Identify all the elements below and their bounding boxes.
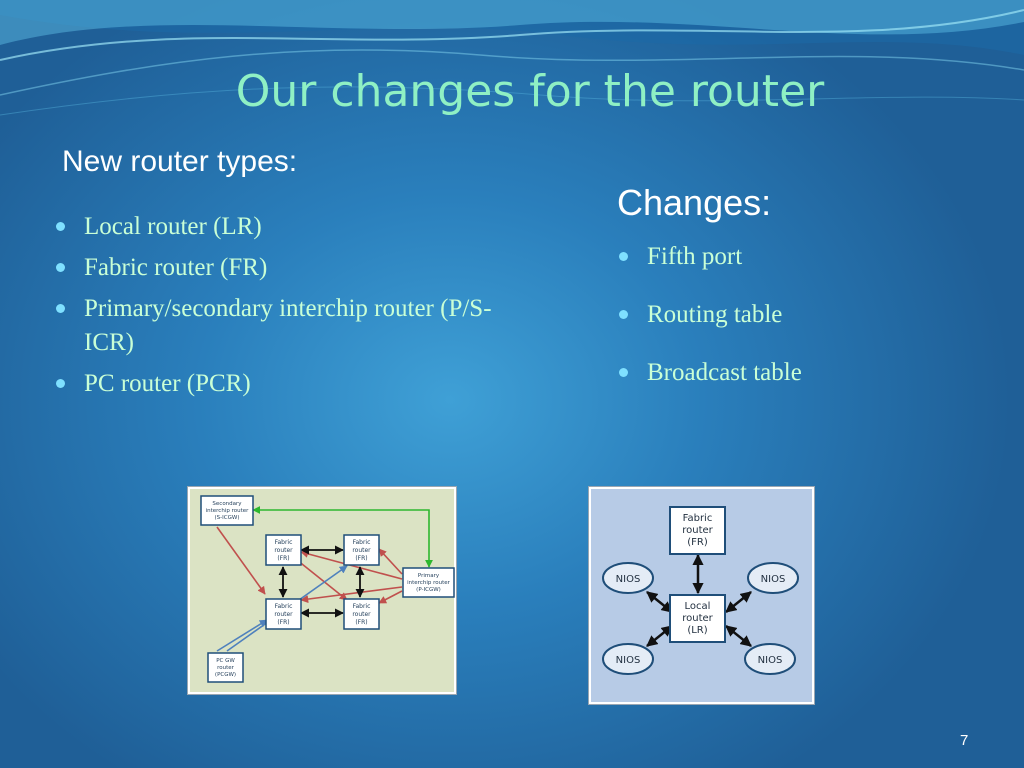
node-label-line: (FR) bbox=[355, 555, 367, 562]
list-item: Routing table bbox=[616, 298, 916, 332]
nios-node: NIOS bbox=[602, 562, 654, 594]
bullet-icon bbox=[56, 379, 65, 388]
node-label-line: router bbox=[682, 613, 713, 624]
node-label-line: Primary bbox=[418, 573, 440, 579]
node-label-line: (FR) bbox=[687, 537, 708, 548]
fabric-router-node: Fabric router (FR) bbox=[343, 598, 380, 630]
list-item-text: Fifth port bbox=[647, 243, 743, 270]
node-label: NIOS bbox=[616, 574, 641, 585]
nios-node: NIOS bbox=[602, 643, 654, 675]
node-label-line: Fabric bbox=[353, 539, 371, 546]
bullet-icon bbox=[619, 310, 628, 319]
node-label-line: router bbox=[352, 547, 371, 554]
node-label: NIOS bbox=[758, 655, 783, 666]
node-label-line: Local bbox=[685, 601, 711, 612]
slide-title: Our changes for the router bbox=[235, 66, 825, 117]
fabric-router-node: Fabric router (FR) bbox=[265, 598, 302, 630]
node-label-line: Fabric bbox=[353, 603, 371, 610]
list-item: Primary/secondary interchip router (P/S-… bbox=[53, 292, 533, 360]
node-label-line: Fabric bbox=[683, 513, 713, 524]
list-item: Fifth port bbox=[616, 240, 916, 274]
router-types-list: Local router (LR) Fabric router (FR) Pri… bbox=[53, 210, 533, 408]
list-item-text: Broadcast table bbox=[647, 359, 802, 386]
node-label-line: PC GW bbox=[216, 658, 235, 664]
router-types-heading: New router types: bbox=[62, 145, 298, 178]
pcgw-router-node: PC GW router (PCGW) bbox=[207, 652, 244, 683]
node-label-line: router bbox=[352, 611, 371, 618]
node-label-line: (P-ICGW) bbox=[416, 587, 441, 593]
node-label: NIOS bbox=[761, 574, 786, 585]
interchip-topology-diagram: Secondary interchip router (S-ICGW) Fabr… bbox=[187, 486, 457, 695]
fabric-router-node: Fabric router (FR) bbox=[343, 534, 380, 566]
changes-heading: Changes: bbox=[617, 182, 772, 223]
bullet-icon bbox=[56, 263, 65, 272]
list-item-text: Primary/secondary interchip router (P/S-… bbox=[84, 295, 492, 356]
list-item: Local router (LR) bbox=[53, 210, 533, 244]
local-router-diagram: Fabric router (FR) Local router (LR) NIO… bbox=[588, 486, 815, 705]
fabric-router-node: Fabric router (FR) bbox=[265, 534, 302, 566]
node-label-line: (LR) bbox=[687, 625, 707, 636]
bullet-icon bbox=[619, 252, 628, 261]
node-label-line: Fabric bbox=[275, 539, 293, 546]
list-item-text: Local router (LR) bbox=[84, 213, 262, 240]
node-label-line: (PCGW) bbox=[215, 672, 236, 678]
local-router-node: Local router (LR) bbox=[669, 594, 726, 643]
bullet-icon bbox=[619, 368, 628, 377]
nios-node: NIOS bbox=[744, 643, 796, 675]
primary-interchip-router-node: Primary interchip router (P-ICGW) bbox=[402, 567, 455, 598]
changes-list: Fifth port Routing table Broadcast table bbox=[616, 240, 916, 414]
node-label-line: router bbox=[217, 665, 235, 671]
node-label-line: router bbox=[274, 547, 293, 554]
secondary-interchip-router-node: Secondary interchip router (S-ICGW) bbox=[200, 495, 254, 526]
wave-decoration bbox=[0, 0, 1024, 116]
list-item: Broadcast table bbox=[616, 356, 916, 390]
list-item-text: Fabric router (FR) bbox=[84, 254, 268, 281]
bullet-icon bbox=[56, 304, 65, 313]
bullet-icon bbox=[56, 222, 65, 231]
list-item: Fabric router (FR) bbox=[53, 251, 533, 285]
list-item: PC router (PCR) bbox=[53, 367, 533, 401]
fabric-router-node: Fabric router (FR) bbox=[669, 506, 726, 555]
node-label-line: interchip router bbox=[407, 580, 451, 586]
node-label-line: (FR) bbox=[277, 619, 289, 626]
nios-node: NIOS bbox=[747, 562, 799, 594]
node-label-line: Fabric bbox=[275, 603, 293, 610]
node-label: NIOS bbox=[616, 655, 641, 666]
node-label-line: router bbox=[274, 611, 293, 618]
node-label-line: interchip router bbox=[206, 508, 250, 514]
list-item-text: PC router (PCR) bbox=[84, 370, 251, 397]
node-label-line: (S-ICGW) bbox=[215, 515, 240, 521]
node-label-line: (FR) bbox=[355, 619, 367, 626]
node-label-line: router bbox=[682, 525, 713, 536]
page-number: 7 bbox=[960, 732, 969, 749]
node-label-line: (FR) bbox=[277, 555, 289, 562]
list-item-text: Routing table bbox=[647, 301, 783, 328]
node-label-line: Secondary bbox=[212, 501, 242, 507]
